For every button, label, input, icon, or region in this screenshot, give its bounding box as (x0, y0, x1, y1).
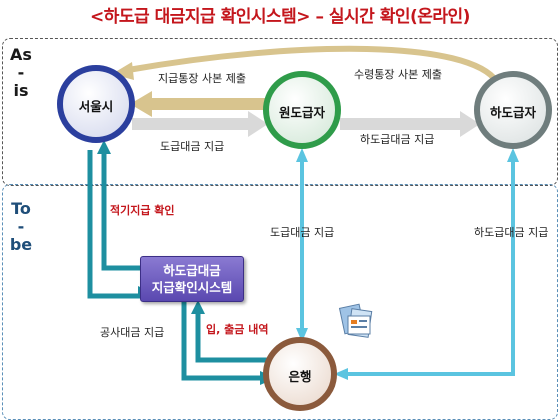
edge-label-system-to-seoul: 적기지급 확인 (110, 204, 175, 217)
node-bank-ring (263, 337, 337, 411)
arrow-system-to-seoul (101, 152, 140, 271)
node-bank-label: 은행 (288, 369, 312, 384)
edge-label-prime-to-bank: 도급대금 지급 (270, 226, 335, 239)
document-stack-icon (338, 303, 373, 338)
arrow-prime-to-seoul (130, 91, 274, 117)
asis-label: As - is (10, 45, 32, 100)
tobe-label: To - be (9, 199, 33, 254)
arrow-prime-bank-head-down (296, 328, 308, 342)
edge-label-prime-to-sub: 하도급대금 지급 (360, 133, 435, 146)
edge-label-sub-to-bank: 하도급대금 지급 (474, 226, 549, 239)
node-seoul-label: 서울시 (78, 99, 114, 114)
system-label-line2: 지급확인시스템 (151, 280, 233, 295)
edge-label-seoul-to-prime: 도급대금 지급 (160, 140, 225, 153)
diagram-title: <하도급 대금지급 확인시스템> – 실시간 확인(온라인) (90, 7, 470, 27)
arrow-sub-to-seoul (127, 45, 500, 84)
node-seoul-ring (57, 65, 135, 143)
node-prime-label: 원도급자 (278, 105, 325, 120)
arrow-prime-to-sub (340, 111, 480, 137)
arrow-bank-to-system-head (191, 300, 205, 314)
arrow-sub-bank (346, 162, 515, 376)
edge-label-prime-to-seoul: 지급통장 사본 제출 (158, 72, 246, 85)
arrow-prime-bank-head-up (296, 148, 308, 162)
arrow-sub-bank-head-up (507, 148, 519, 162)
asis-section (2, 38, 558, 186)
node-sub-ring (474, 71, 552, 149)
arrow-sub-bank-head-left (334, 368, 348, 380)
arrow-bank-to-system (195, 312, 276, 363)
system-label-line1: 하도급대금 (163, 263, 221, 278)
arrow-seoul-to-prime (132, 111, 268, 137)
node-sub-label: 하도급자 (489, 105, 536, 120)
node-prime-ring (263, 71, 341, 149)
edge-label-seoul-to-bank: 공사대금 지급 (100, 326, 165, 339)
edge-label-sub-to-seoul: 수령통장 사본 제출 (354, 68, 442, 81)
arrow-system-to-seoul-head (97, 140, 111, 154)
edge-label-bank-to-system: 입, 출금 내역 (206, 323, 269, 336)
payment-check-system-box: 하도급대금 지급확인시스템 (140, 256, 244, 302)
